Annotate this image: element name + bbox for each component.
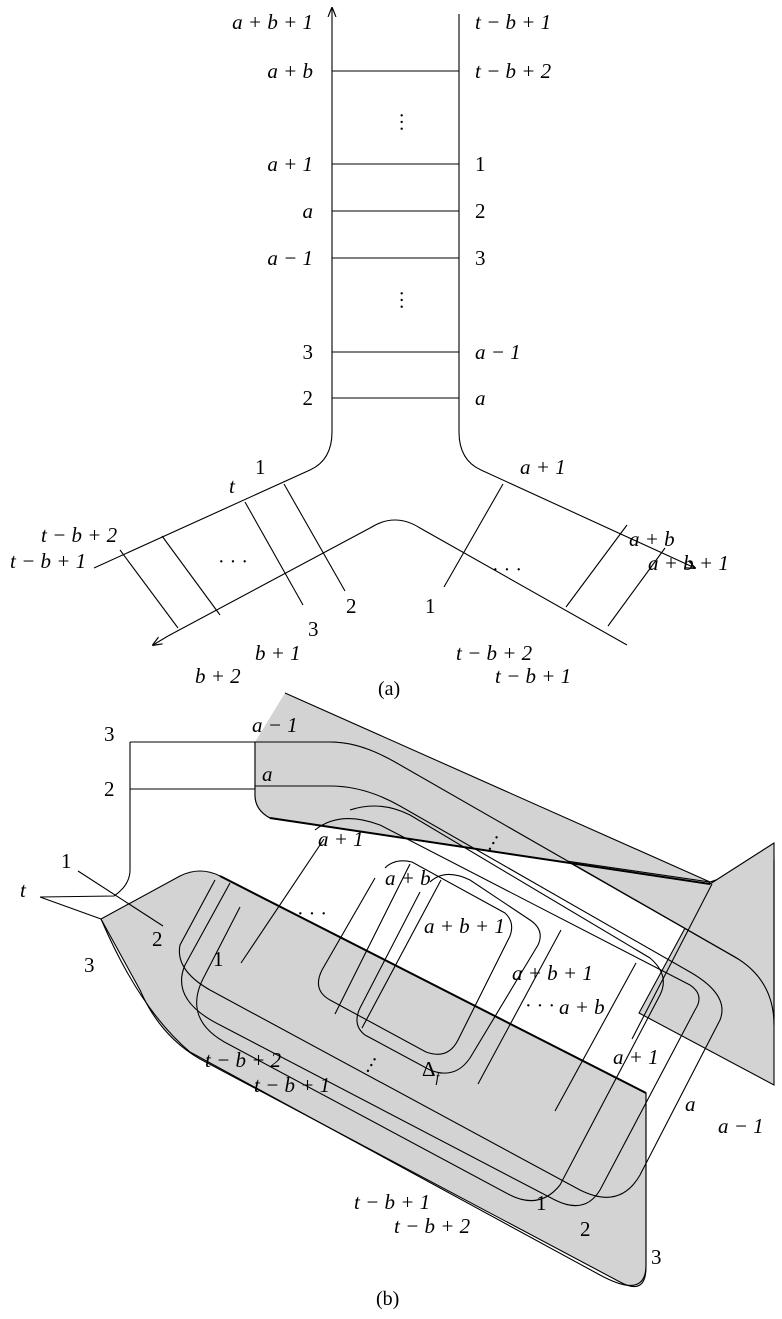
loop-3 — [196, 805, 664, 1202]
right-arm-rungs — [443, 483, 666, 627]
panel-a: ··· ··· · · · · · · a + b + 1 a + b a + … — [10, 8, 729, 700]
svg-text:a: a — [685, 1092, 696, 1116]
svg-text:3: 3 — [651, 1245, 662, 1269]
strip-left-labels: a + b + 1 a + b a + 1 a a − 1 3 2 — [232, 10, 313, 410]
svg-text:3: 3 — [84, 953, 95, 977]
loop-4 — [317, 860, 513, 1055]
svg-text:a − 1: a − 1 — [252, 713, 298, 737]
svg-text:2: 2 — [152, 927, 163, 951]
svg-text:2: 2 — [580, 1217, 591, 1241]
b-labels: 3 2 a − 1 a 1 t 3 2 1 a + 1 a + b a + b … — [20, 713, 764, 1269]
svg-text:t − b + 2: t − b + 2 — [205, 1048, 282, 1072]
svg-text:t: t — [229, 474, 236, 498]
b-left-arm — [39, 742, 131, 898]
svg-text:b + 1: b + 1 — [255, 641, 301, 665]
b-ellipsis-right: · · · — [525, 995, 555, 1017]
svg-text:2: 2 — [104, 777, 115, 801]
caption-a: (a) — [378, 678, 400, 700]
ellipsis-left-arm: · · · — [218, 551, 248, 573]
right-arm-labels: a + 1 a + b a + b + 1 1 t − b + 2 t − b … — [425, 455, 729, 688]
upper-band-fill — [254, 741, 775, 1026]
svg-text:a − 1: a − 1 — [718, 1114, 764, 1138]
svg-text:t − b + 2: t − b + 2 — [41, 523, 118, 547]
svg-text:a + b: a + b — [385, 866, 431, 890]
label-2r: 2 — [475, 199, 486, 223]
svg-text:1: 1 — [255, 455, 266, 479]
label-ap1: a + 1 — [267, 152, 313, 176]
label-3: 3 — [303, 340, 314, 364]
svg-text:1: 1 — [61, 849, 72, 873]
svg-text:t − b + 1: t − b + 1 — [495, 664, 571, 688]
label-am1r: a − 1 — [475, 340, 521, 364]
label-3r: 3 — [475, 246, 486, 270]
svg-text:a + b + 1: a + b + 1 — [648, 551, 729, 575]
label-apbp1: a + b + 1 — [232, 10, 313, 34]
svg-text:a + 1: a + 1 — [520, 455, 566, 479]
svg-text:1: 1 — [425, 594, 436, 618]
left-arm-lower-edge — [153, 635, 169, 645]
svg-text:a + b + 1: a + b + 1 — [512, 961, 593, 985]
label-am1: a − 1 — [267, 246, 313, 270]
svg-text:t: t — [20, 878, 27, 902]
ellipsis-strip-upper: ··· — [390, 112, 412, 132]
b-outer-bottom — [100, 918, 647, 1286]
label-2: 2 — [303, 386, 314, 410]
ellipsis-strip-lower: ··· — [390, 290, 412, 310]
caption-b: (b) — [376, 1288, 399, 1310]
svg-text:1: 1 — [536, 1191, 547, 1215]
label-a: a — [303, 199, 314, 223]
right-junction — [458, 431, 695, 568]
svg-text:a + 1: a + 1 — [613, 1045, 659, 1069]
label-ar: a — [475, 386, 486, 410]
svg-text:3: 3 — [308, 617, 319, 641]
svg-text:a + b: a + b — [629, 527, 675, 551]
svg-text:a: a — [262, 762, 273, 786]
label-apb: a + b — [267, 59, 313, 83]
svg-text:a + b: a + b — [559, 995, 605, 1019]
loop-outer — [178, 785, 723, 1198]
panel-b: · · · · · · ··· ··· 3 2 a − 1 a 1 t 3 2 … — [20, 692, 775, 1310]
left-arm-rungs — [119, 483, 346, 629]
loop-5 — [356, 873, 541, 1074]
svg-text:t − b + 1: t − b + 1 — [254, 1073, 330, 1097]
ellipsis-right-arm: · · · — [492, 559, 522, 581]
b-upper-band-edge — [269, 817, 711, 885]
svg-text:2: 2 — [346, 594, 357, 618]
loop-2 — [181, 818, 700, 1207]
label-tmbp1: t − b + 1 — [475, 10, 551, 34]
svg-text:t − b + 1: t − b + 1 — [354, 1190, 430, 1214]
bottom-junction — [167, 519, 628, 646]
left-junction — [93, 431, 333, 569]
svg-text:1: 1 — [213, 947, 224, 971]
b-lower-band-edge — [219, 875, 647, 1094]
svg-text:3: 3 — [104, 722, 115, 746]
left-arm-labels: 1 t t − b + 2 t − b + 1 2 3 b + 1 b + 2 — [10, 455, 357, 688]
svg-text:a + b + 1: a + b + 1 — [424, 914, 505, 938]
b-left-outer — [39, 896, 102, 920]
delta-f-label: Δf — [422, 1057, 442, 1086]
strip-rungs — [332, 70, 459, 399]
svg-text:t − b + 2: t − b + 2 — [456, 641, 533, 665]
label-1: 1 — [475, 152, 486, 176]
svg-text:t − b + 2: t − b + 2 — [394, 1214, 471, 1238]
strip-right-labels: t − b + 1 t − b + 2 1 2 3 a − 1 a — [475, 10, 552, 410]
svg-text:a + 1: a + 1 — [318, 827, 364, 851]
svg-text:b + 2: b + 2 — [195, 664, 241, 688]
b-ellipsis-left: · · · — [297, 903, 327, 925]
svg-text:t − b + 1: t − b + 1 — [10, 549, 86, 573]
label-tmbp2: t − b + 2 — [475, 59, 552, 83]
